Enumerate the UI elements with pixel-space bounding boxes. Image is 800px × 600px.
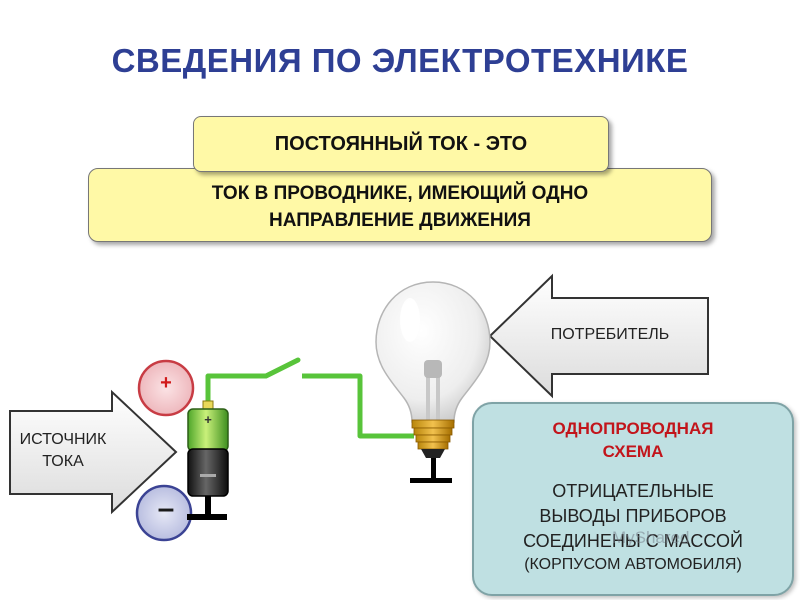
single-wire-scheme-box: ОДНОПРОВОДНАЯ СХЕМА ОТРИЦАТЕЛЬНЫЕ ВЫВОДЫ… <box>472 402 794 596</box>
source-label-line-1: ИСТОЧНИК <box>19 431 107 448</box>
minus-circle <box>135 484 193 542</box>
source-label-line-2: ТОКА <box>42 453 84 470</box>
watermark: MyShared <box>612 528 690 547</box>
scheme-text: ОТРИЦАТЕЛЬНЫЕ ВЫВОДЫ ПРИБОРОВ СОЕДИНЕНЫ … <box>474 479 792 554</box>
consumer-label: ПОТРЕБИТЕЛЬ <box>550 326 670 343</box>
minus-sign: – <box>157 492 175 525</box>
scheme-title: ОДНОПРОВОДНАЯ СХЕМА <box>474 417 792 463</box>
scheme-text-line-1: ОТРИЦАТЕЛЬНЫЕ <box>552 481 714 501</box>
scheme-note: (КОРПУСОМ АВТОМОБИЛЯ) <box>524 556 742 573</box>
definition-box: ТОК В ПРОВОДНИКЕ, ИМЕЮЩИЙ ОДНО НАПРАВЛЕН… <box>88 168 712 242</box>
wire-switch-to-bulb <box>302 373 414 439</box>
consumer-arrow <box>488 273 709 399</box>
source-arrow <box>9 389 178 515</box>
scheme-text-line-3: СОЕДИНЕНЫ С МАССОЙ <box>523 531 743 551</box>
definition-term-box: ПОСТОЯННЫЙ ТОК - ЭТО <box>193 116 609 172</box>
switch-blade <box>263 357 301 379</box>
battery-plus-mark: + <box>204 412 212 427</box>
page-title: СВЕДЕНИЯ ПО ЭЛЕКТРОТЕХНИКЕ <box>111 42 689 79</box>
definition-line-2: НАПРАВЛЕНИЕ ДВИЖЕНИЯ <box>269 210 531 231</box>
definition-line-1: ТОК В ПРОВОДНИКЕ, ИМЕЮЩИЙ ОДНО <box>211 183 589 204</box>
wire-battery-to-switch <box>205 373 266 412</box>
light-bulb <box>375 281 491 483</box>
battery <box>187 400 229 520</box>
scheme-title-line-2: СХЕМА <box>602 442 664 461</box>
plus-sign: + <box>160 372 172 394</box>
scheme-text-line-2: ВЫВОДЫ ПРИБОРОВ <box>539 506 727 526</box>
scheme-title-line-1: ОДНОПРОВОДНАЯ <box>552 419 714 438</box>
source-label: ИСТОЧНИК ТОКА <box>8 429 118 473</box>
plus-circle <box>137 359 195 417</box>
definition-term: ПОСТОЯННЫЙ ТОК - ЭТО <box>274 132 528 155</box>
